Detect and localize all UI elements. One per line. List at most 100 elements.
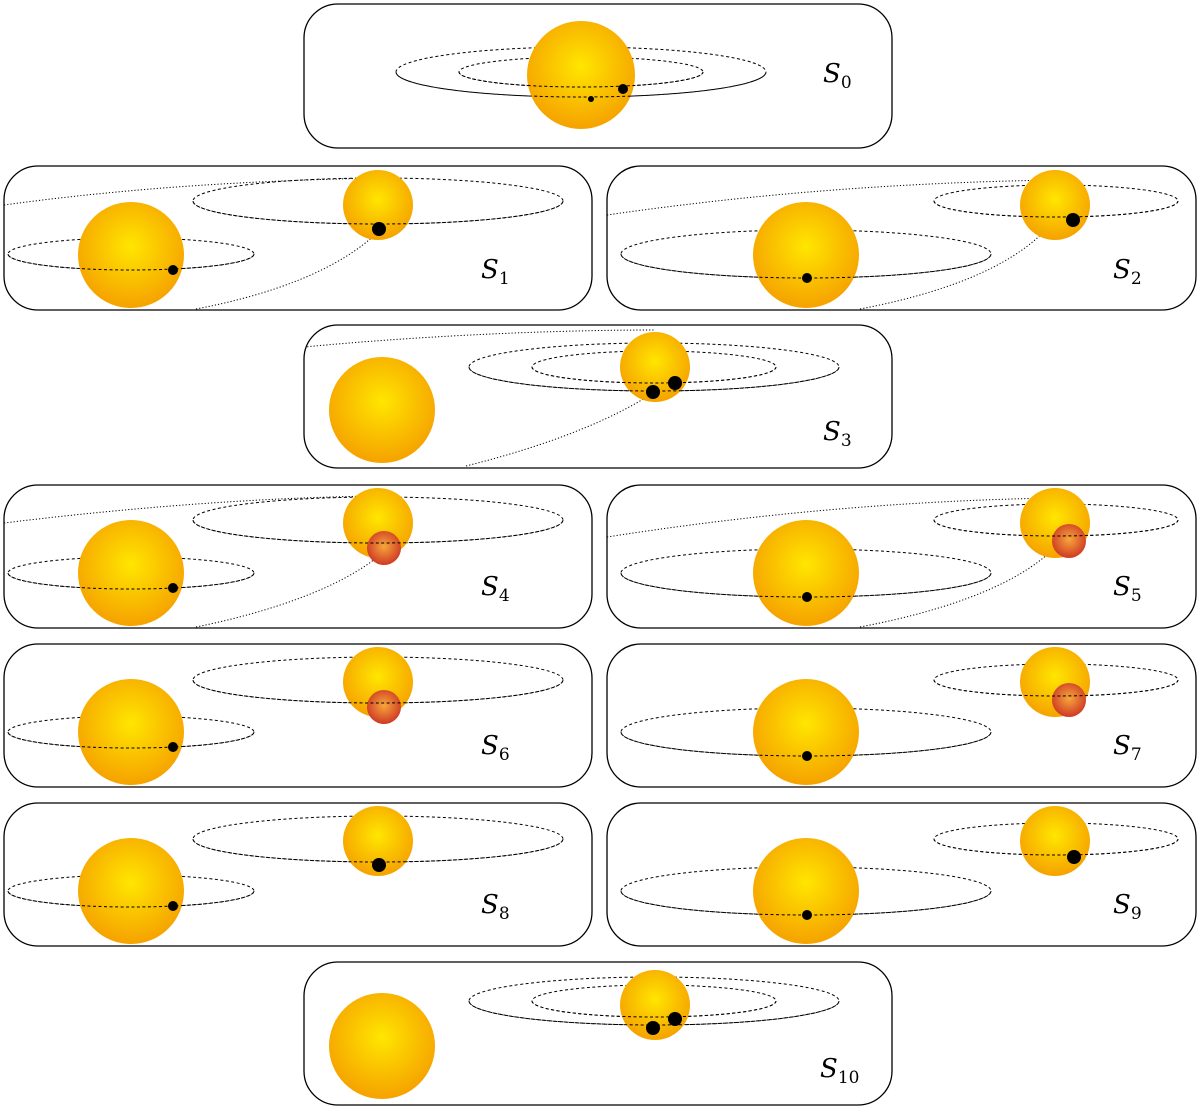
- panel-label: S5: [1113, 572, 1142, 606]
- panel-s5: S5: [606, 484, 1197, 629]
- panel-label-subscript: 7: [1131, 745, 1142, 765]
- orbit-path: [7, 874, 255, 908]
- planet: [618, 84, 628, 94]
- planet: [372, 222, 386, 236]
- orbit-path: [7, 237, 255, 271]
- panel-label-script: S: [823, 59, 841, 89]
- planet: [802, 592, 812, 602]
- red-star: [367, 690, 401, 724]
- panel-label: S8: [481, 890, 510, 924]
- panel-label-subscript: 0: [841, 73, 852, 93]
- red-star: [1052, 524, 1086, 558]
- planet: [1067, 850, 1081, 864]
- planet: [372, 858, 386, 872]
- panel-label-script: S: [1113, 890, 1131, 920]
- panel-label-subscript: 10: [838, 1068, 860, 1088]
- panel-label-script: S: [1113, 255, 1131, 285]
- panel-label: S3: [823, 417, 852, 451]
- orbit-path: [7, 556, 255, 590]
- panel-label: S6: [481, 731, 510, 765]
- panel-label-script: S: [481, 255, 499, 285]
- red-star: [1052, 683, 1086, 717]
- panel-label: S7: [1113, 731, 1142, 765]
- panel-frame: [606, 484, 1197, 629]
- panel-label-subscript: 1: [499, 269, 510, 289]
- outer-orbit-trail: [195, 229, 381, 310]
- panel-label-script: S: [823, 417, 841, 447]
- panel-label: S1: [481, 255, 510, 289]
- star: [329, 993, 435, 1099]
- panel-frame: [303, 324, 893, 469]
- star: [527, 21, 635, 129]
- panel-label: S2: [1113, 255, 1142, 289]
- star: [78, 520, 184, 626]
- star: [78, 202, 184, 308]
- panel-label-subscript: 6: [499, 745, 510, 765]
- panel-s0: S0: [303, 3, 893, 149]
- star: [1020, 806, 1090, 876]
- panel-label-subscript: 9: [1131, 904, 1142, 924]
- outer-orbit-trail: [195, 554, 381, 628]
- panel-label-subscript: 8: [499, 904, 510, 924]
- orbit-front-arc: [395, 71, 767, 98]
- outer-orbit-trail: [4, 495, 381, 524]
- planet: [646, 385, 660, 399]
- panel-frame: [303, 961, 893, 1106]
- outer-orbit-trail: [465, 394, 651, 467]
- panel-label-script: S: [1113, 731, 1131, 761]
- panel-s2: S2: [606, 165, 1197, 311]
- planet: [802, 273, 812, 283]
- outer-orbit-trail: [304, 329, 655, 348]
- panel-frame: [606, 165, 1197, 311]
- star: [343, 170, 413, 240]
- panel-s10: S10: [303, 961, 893, 1106]
- star: [343, 806, 413, 876]
- panel-s4: S4: [3, 484, 593, 629]
- panel-label-script: S: [820, 1054, 838, 1084]
- panel-label-subscript: 2: [1131, 269, 1142, 289]
- star: [1020, 170, 1090, 240]
- panel-frame: [606, 802, 1197, 947]
- outer-orbit-trail: [607, 497, 1057, 538]
- panel-label: S4: [481, 572, 510, 606]
- outer-orbit-trail: [859, 551, 1051, 628]
- panel-label-subscript: 5: [1131, 586, 1142, 606]
- outer-orbit-trail: [607, 179, 1057, 216]
- planet: [668, 376, 682, 390]
- orbit-path: [7, 715, 255, 749]
- red-star: [367, 531, 401, 565]
- star: [329, 357, 435, 463]
- panel-label: S0: [823, 59, 852, 93]
- star: [753, 202, 859, 308]
- panel-label: S10: [820, 1054, 859, 1088]
- star: [753, 679, 859, 785]
- panel-label-subscript: 4: [499, 586, 510, 606]
- panel-label: S9: [1113, 890, 1142, 924]
- star: [753, 520, 859, 626]
- panel-label-script: S: [1113, 572, 1131, 602]
- panel-s8: S8: [3, 802, 593, 947]
- star: [78, 838, 184, 944]
- panel-s6: S6: [3, 643, 593, 788]
- star: [753, 838, 859, 944]
- planet: [588, 96, 594, 102]
- panel-label-script: S: [481, 890, 499, 920]
- planet: [1066, 213, 1080, 227]
- planet: [802, 910, 812, 920]
- planet: [646, 1021, 660, 1035]
- outer-orbit-trail: [4, 177, 381, 206]
- planet: [802, 751, 812, 761]
- panel-s3: S3: [303, 324, 893, 469]
- planet: [168, 583, 178, 593]
- panel-label-subscript: 3: [841, 431, 852, 451]
- panel-s7: S7: [606, 643, 1197, 788]
- panel-frame: [606, 643, 1197, 788]
- panel-label-script: S: [481, 572, 499, 602]
- orbit-front-arc: [192, 519, 564, 544]
- planet: [168, 265, 178, 275]
- orbit-front-arc: [192, 679, 564, 704]
- planet: [668, 1012, 682, 1026]
- star: [78, 679, 184, 785]
- orbit-front-arc: [458, 71, 704, 88]
